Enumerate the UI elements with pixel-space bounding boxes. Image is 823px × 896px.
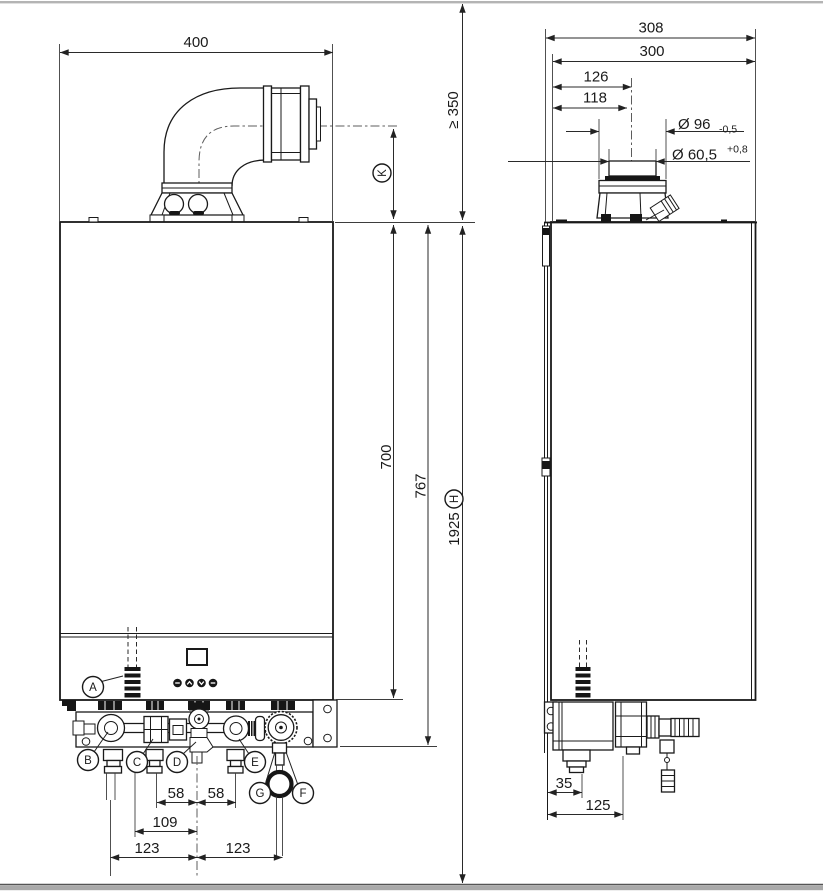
- dim-126-label: 126: [583, 69, 608, 86]
- dim-depth-300: 300: [552, 43, 756, 222]
- dim-depth-308: 308: [545, 20, 756, 222]
- side-dimensions: 308 300 126 118 Ø 96 -0,5 Ø 60: [508, 20, 756, 820]
- chevron-up-icon[interactable]: [185, 678, 194, 688]
- callout-d-label: D: [173, 757, 181, 769]
- top-tab-left: [88, 217, 99, 223]
- ref-k-label: K: [377, 169, 389, 177]
- callout-e: [243, 750, 267, 774]
- dim-dia96-tolerance: -0,5: [719, 124, 737, 136]
- dim-123-left-label: 123: [134, 840, 159, 857]
- sealing-ring: [265, 769, 294, 799]
- dim-118-label: 118: [583, 90, 607, 107]
- dim-clearance-label: ≥ 350: [445, 91, 462, 128]
- dim-dia-96: Ø 96 -0,5: [566, 116, 744, 179]
- ref-h-label: H: [449, 495, 461, 503]
- callout-a: [81, 675, 105, 699]
- dim-offset-126: 126: [552, 69, 632, 91]
- control-buttons: [173, 678, 218, 688]
- dim-clearance-350: ≥ 350: [445, 3, 466, 221]
- dim-dia60-tolerance: +0,8: [727, 144, 748, 156]
- dim-dia96-label: Ø 96: [678, 116, 711, 133]
- valve-fg: [264, 710, 298, 745]
- top-rule: [0, 1, 823, 4]
- dim-1925-label: 1925: [446, 512, 463, 545]
- callout-d: [165, 750, 189, 774]
- flue-port-left: [163, 193, 185, 215]
- pipe-stack-fg: [265, 742, 294, 856]
- rear-bracket-top: [542, 225, 550, 267]
- fitting-c: [143, 715, 188, 744]
- dim-dia-60-5: Ø 60,5 +0,8: [508, 144, 750, 165]
- front-cabinet: [59, 217, 475, 706]
- side-bottom-assembly: [543, 701, 700, 793]
- dim-height-700: 700: [336, 224, 403, 700]
- dim-bottom-125: 125: [547, 756, 624, 820]
- dim-width-400: 400: [59, 34, 334, 222]
- dim-109-label: 109: [152, 814, 177, 831]
- dim-58-right-label: 58: [208, 785, 225, 802]
- front-dimensions: 400 K ≥ 350 700 767 1925 H: [59, 3, 466, 884]
- top-tab-right: [298, 217, 309, 223]
- front-view: [59, 85, 475, 877]
- flue-centerline: [198, 125, 397, 213]
- dim-123-right-label: 123: [225, 840, 250, 857]
- pipe-stack-b: [102, 748, 124, 876]
- dim-width-label: 400: [183, 34, 208, 51]
- dim-flue-k: K: [372, 128, 397, 220]
- callouts: A B C D E G F: [76, 675, 315, 805]
- drain-hose-connector: [670, 717, 700, 738]
- dim-offset-118: 118: [552, 90, 628, 112]
- dim-700-label: 700: [378, 444, 395, 469]
- bottom-rule: [0, 883, 823, 891]
- callout-g-label: G: [256, 788, 265, 800]
- dim-gas-109: 109: [134, 814, 198, 835]
- dim-conn-123: 123 123: [110, 840, 283, 861]
- valve-b: [72, 713, 126, 743]
- dim-125-label: 125: [585, 797, 610, 814]
- display: [186, 648, 208, 666]
- callout-c-label: C: [133, 757, 141, 769]
- chevron-down-icon[interactable]: [197, 678, 206, 688]
- dim-spacing-58: 58 58: [156, 785, 237, 806]
- dim-35-label: 35: [556, 775, 573, 792]
- side-flue-stub: [596, 78, 680, 223]
- flue-elbow: [149, 85, 397, 223]
- gas-connection-front: [124, 627, 141, 698]
- callout-a-label: A: [89, 682, 97, 694]
- callout-g: [248, 781, 272, 805]
- dim-height-1925: 1925 H: [444, 225, 466, 884]
- callout-b-label: B: [84, 755, 92, 767]
- flue-port-right: [187, 193, 209, 215]
- control-panel: [173, 648, 218, 688]
- gas-connection-side: [575, 640, 591, 698]
- dim-300-label: 300: [639, 43, 664, 60]
- pipe-stack-c: [145, 748, 164, 808]
- callout-c: [125, 750, 149, 774]
- callout-f: [291, 781, 315, 805]
- dim-height-767: 767: [340, 224, 437, 747]
- dim-58-left-label: 58: [168, 785, 185, 802]
- dim-308-label: 308: [638, 20, 663, 37]
- dim-bottom-35: 35: [547, 774, 583, 798]
- side-cabinet: [541, 219, 757, 820]
- callout-e-label: E: [251, 757, 259, 769]
- dim-767-label: 767: [413, 473, 430, 498]
- dim-dia60-label: Ø 60,5: [672, 147, 717, 164]
- pipe-stack-e: [226, 748, 245, 808]
- callout-f-label: F: [299, 788, 306, 800]
- side-view: [541, 78, 757, 820]
- callout-b: [76, 748, 100, 772]
